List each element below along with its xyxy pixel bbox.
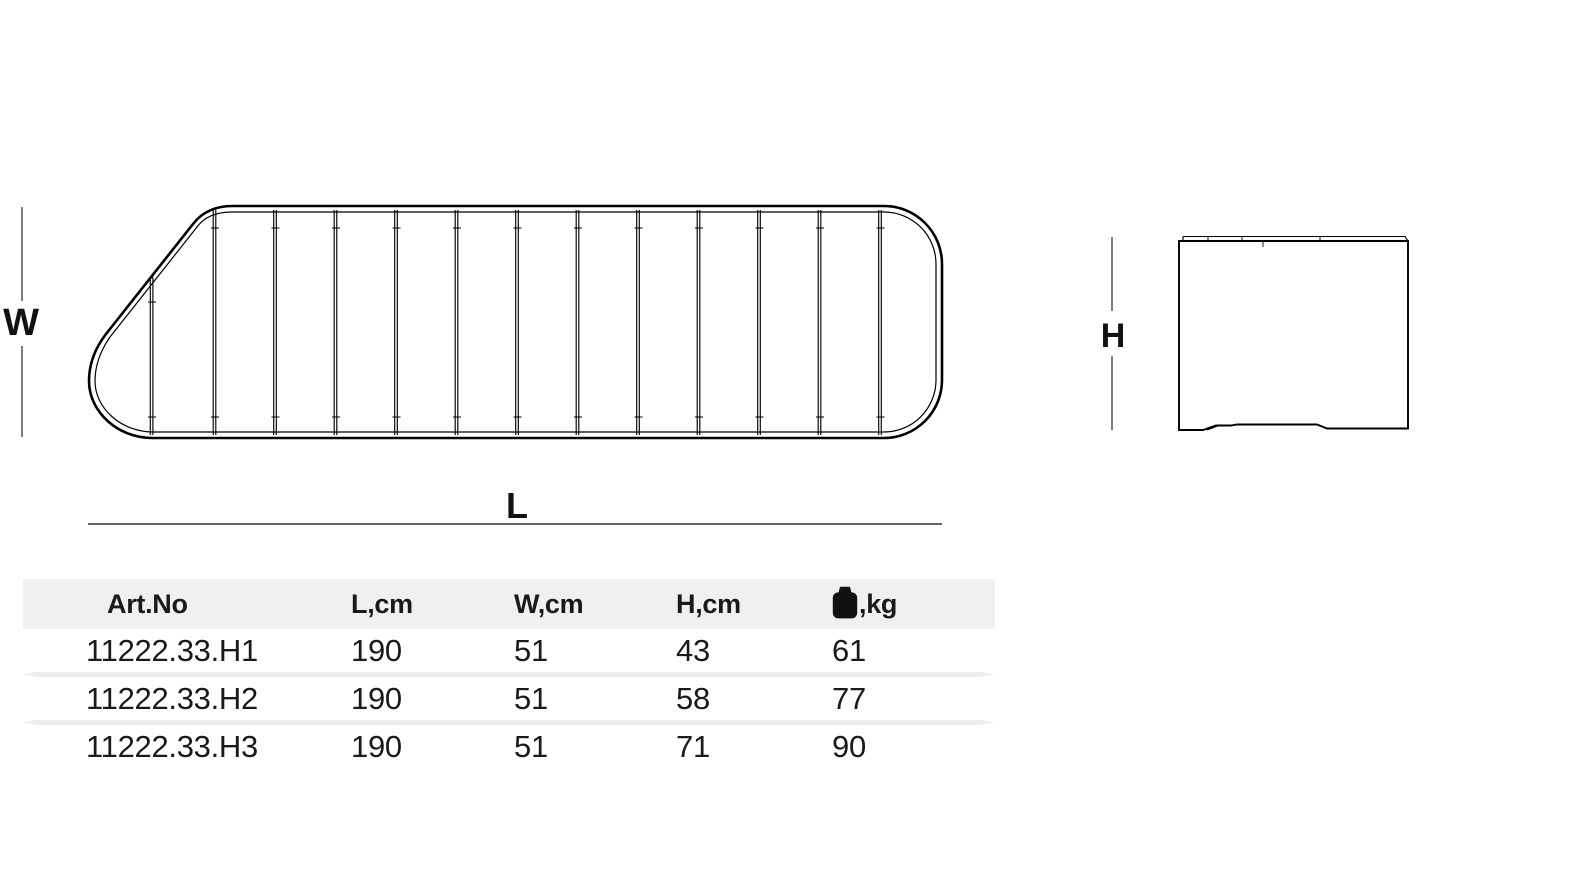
weight-icon [832, 586, 858, 618]
spec-table: Art.No L,cm W,cm H,cm ,kg 11222.33.H1 19… [23, 579, 995, 768]
side-view-strip-ticks [1207, 236, 1321, 247]
table-row: 11222.33.H3 190 51 71 90 [23, 725, 995, 768]
length-dimension-label: L [506, 485, 528, 526]
table-row: 11222.33.H1 190 51 43 61 [23, 629, 995, 672]
cell-length: 190 [351, 680, 402, 716]
cell-art-no: 11222.33.H2 [86, 680, 258, 716]
top-view-slat-partial [149, 277, 154, 435]
side-view-foot-detail [1206, 424, 1220, 431]
cell-length: 190 [351, 632, 402, 668]
cell-length: 190 [351, 728, 402, 764]
cell-art-no: 11222.33.H3 [86, 728, 258, 764]
top-view-outline-outer [87, 204, 944, 440]
header-width: W,cm [514, 588, 584, 619]
cell-width: 51 [514, 728, 548, 764]
height-dimension-label: H [1100, 317, 1126, 355]
row-separator [23, 672, 995, 677]
side-view-top-strip [1182, 235, 1409, 242]
header-art-no: Art.No [107, 588, 188, 619]
cell-weight: 90 [832, 728, 866, 764]
side-view-drawing [1178, 235, 1409, 431]
cell-art-no: 11222.33.H1 [86, 632, 258, 668]
top-view-slat-ticks [148, 227, 885, 418]
top-view-drawing [87, 204, 944, 440]
row-separator [23, 720, 995, 725]
cell-width: 51 [514, 680, 548, 716]
table-row: 11222.33.H2 190 51 58 77 [23, 677, 995, 720]
top-view-outline-inner [94, 211, 937, 433]
cell-weight: 77 [832, 680, 866, 716]
header-height: H,cm [676, 588, 741, 619]
cell-height: 71 [676, 728, 710, 764]
side-view-outline [1178, 240, 1409, 431]
header-weight-suffix: ,kg [859, 588, 898, 619]
cell-height: 58 [676, 680, 710, 716]
cell-width: 51 [514, 632, 548, 668]
width-dimension-label: W [3, 302, 39, 344]
spec-table-header-row: Art.No L,cm W,cm H,cm ,kg [23, 579, 995, 629]
cell-weight: 61 [832, 632, 866, 668]
top-view-slats [212, 210, 882, 435]
cell-height: 43 [676, 632, 710, 668]
header-length: L,cm [351, 588, 413, 619]
header-weight: ,kg [832, 586, 995, 620]
